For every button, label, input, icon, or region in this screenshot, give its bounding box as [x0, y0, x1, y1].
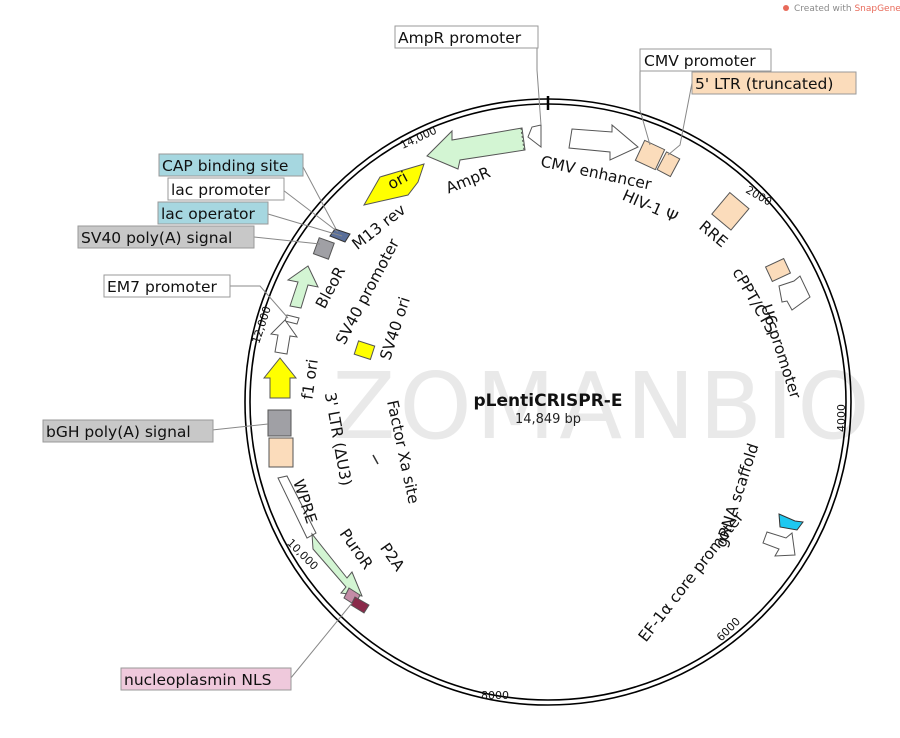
feature-factor-xa — [372, 454, 379, 465]
box-sv40-polya-text: SV40 poly(A) signal — [81, 229, 232, 247]
label-puror: PuroR — [336, 525, 377, 573]
box-em7-text: EM7 promoter — [107, 278, 218, 296]
leader-bgh-polya — [211, 423, 269, 431]
tick-4000: 4000 — [835, 404, 848, 432]
feature-f1-ori-outline — [269, 319, 299, 355]
leader-sv40-polya — [253, 236, 321, 245]
feature-wpre — [277, 475, 317, 539]
leader-lac-operator — [267, 213, 343, 237]
label-ampr: AmpR — [443, 163, 493, 197]
box-bgh-polya-bg — [42, 419, 214, 443]
feature-hiv-psi — [656, 151, 681, 178]
plasmid-size: 14,849 bp — [515, 412, 581, 427]
box-ltr5-text: 5' LTR (truncated) — [695, 75, 833, 93]
feature-grna-scaffold — [778, 513, 804, 531]
box-nls-text: nucleoplasmin NLS — [124, 671, 271, 689]
box-cmv-promoter: CMV promoter — [639, 48, 772, 72]
feature-ltr5 — [634, 139, 666, 171]
box-em7: EM7 promoter — [103, 274, 231, 298]
box-lac-operator: lac operator — [157, 201, 269, 225]
snapgene-logo-icon — [783, 5, 789, 11]
label-bleor: BleoR — [312, 263, 349, 311]
label-p2a: P2A — [376, 540, 408, 575]
leader-lines — [211, 48, 693, 680]
box-bgh-polya-text: bGH poly(A) signal — [46, 423, 191, 441]
box-ltr5: 5' LTR (truncated) — [691, 71, 857, 95]
box-cap-site-bg — [158, 153, 304, 177]
leader-lac-promoter — [282, 189, 339, 233]
leader-cap-site — [301, 164, 337, 230]
plasmid-name: pLentiCRISPR-E — [474, 391, 623, 411]
leader-nls — [289, 602, 353, 680]
feature-nls — [350, 596, 370, 614]
box-sv40-polya-bg — [77, 225, 255, 249]
box-cap-site-text: CAP binding site — [162, 157, 288, 175]
features — [262, 123, 811, 614]
feature-sv40-ori — [353, 340, 376, 361]
box-cmv-promoter-text: CMV promoter — [644, 52, 756, 70]
feature-cmv-enhancer — [568, 123, 639, 161]
box-nls: nucleoplasmin NLS — [120, 667, 292, 691]
box-em7-bg — [103, 274, 231, 298]
box-sv40-polya: SV40 poly(A) signal — [77, 225, 255, 249]
box-lac-promoter-bg — [167, 177, 285, 201]
box-ltr5-bg — [691, 71, 857, 95]
tick-8000: 8000 — [481, 689, 509, 702]
box-nls-bg — [120, 667, 292, 691]
feature-cppt — [764, 257, 792, 283]
box-lac-promoter-text: lac promoter — [171, 181, 271, 199]
feature-u6-promoter — [778, 275, 811, 311]
feature-puror — [311, 532, 363, 597]
feature-rre — [711, 191, 750, 231]
feature-ltr3 — [268, 437, 294, 468]
leader-em7 — [230, 285, 289, 319]
leader-ltr5 — [667, 82, 693, 156]
feature-ef1a — [762, 531, 796, 557]
credit-text: Created with SnapGene® — [794, 4, 900, 14]
box-lac-operator-bg — [157, 201, 269, 225]
feature-ampr-promoter — [527, 124, 542, 149]
boxed-labels: AmpR promoter CMV promoter 5' LTR (trunc… — [42, 25, 857, 691]
watermark: ZOMANBIO — [332, 353, 873, 460]
feature-f1-ori — [262, 357, 298, 399]
label-f1-ori: f1 ori — [298, 358, 321, 401]
tick-2000: 2000 — [743, 183, 774, 208]
feature-em7 — [284, 314, 300, 325]
box-ampr-promoter: AmpR promoter — [394, 25, 539, 49]
feature-bleor — [286, 265, 319, 309]
box-cmv-promoter-bg — [639, 48, 772, 72]
leader-ampr-promoter — [536, 48, 542, 126]
leader-cmv-promoter — [639, 70, 651, 146]
box-cap-site: CAP binding site — [158, 153, 304, 177]
feature-bgh-polya — [267, 409, 292, 437]
feature-sv40-polya — [312, 237, 335, 260]
box-bgh-polya: bGH poly(A) signal — [42, 419, 214, 443]
box-lac-promoter: lac promoter — [167, 177, 285, 201]
backbone — [244, 96, 852, 706]
tick-12000: 12,000 — [250, 305, 274, 346]
label-hiv-psi: HIV-1 Ψ — [620, 186, 681, 226]
feature-ampr — [426, 127, 526, 170]
feature-ori — [363, 163, 425, 206]
box-lac-operator-text: lac operator — [161, 205, 256, 223]
snapgene-credit: Created with SnapGene® — [783, 4, 900, 14]
box-ampr-promoter-text: AmpR promoter — [398, 29, 522, 47]
box-ampr-promoter-bg — [394, 25, 539, 49]
